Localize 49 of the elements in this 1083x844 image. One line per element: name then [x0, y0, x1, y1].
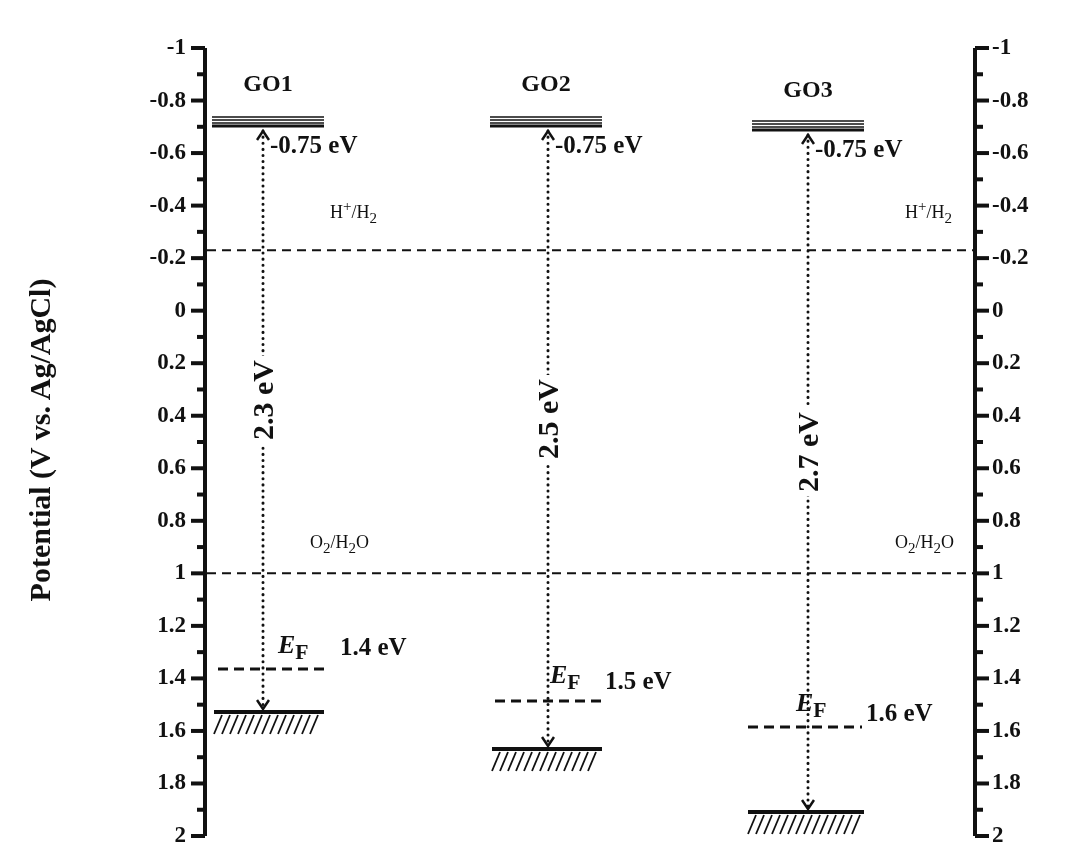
tick-label: 0.2 [157, 349, 186, 376]
tick-label: -1 [166, 34, 186, 60]
energy-value: 1.4 eV [340, 633, 407, 661]
tick-label: -0.4 [149, 191, 186, 218]
tick-label: 0.6 [157, 454, 186, 481]
tick-label: 1.2 [157, 611, 186, 638]
tick-label: 0.8 [992, 506, 1021, 533]
tick-label: -0.2 [149, 244, 186, 271]
axis-title: Potential (V vs. Ag/AgCl) [23, 278, 57, 602]
tick-label: -1 [992, 34, 1012, 60]
tick-label: 0 [174, 296, 186, 323]
tick-label: 0.4 [157, 401, 186, 428]
sample-label: GO3 [782, 76, 834, 103]
tick-label: -0.8 [149, 86, 186, 113]
tick-label: 1.4 [992, 664, 1021, 691]
tick-label: 1 [174, 559, 186, 586]
energy-value: -0.75 eV [270, 131, 358, 159]
sample-label: GO2 [520, 70, 572, 97]
energy-value: 1.6 eV [866, 699, 933, 727]
tick-label: -0.2 [992, 244, 1029, 271]
tick-label: 0.6 [992, 454, 1021, 481]
tick-label: 1.2 [992, 611, 1021, 638]
tick-label: 0.8 [157, 506, 186, 533]
reference-label: H$^{+}$/H$_{2}$ [905, 198, 952, 227]
tick-label: 1.6 [992, 716, 1021, 743]
tick-label: -0.6 [149, 139, 186, 166]
tick-label: 2 [174, 822, 186, 844]
sample-label: GO1 [242, 70, 294, 97]
tick-label: 1.8 [157, 769, 186, 796]
energy-value: -0.75 eV [555, 131, 643, 159]
tick-label: -0.6 [992, 139, 1029, 166]
reference-label: O$_{2}$/H$_{2}$O [895, 532, 954, 557]
reference-label: O$_{2}$/H$_{2}$O [310, 532, 369, 557]
tick-label: -0.8 [992, 86, 1029, 113]
tick-label: 1.8 [992, 769, 1021, 796]
reference-label: H$^{+}$/H$_{2}$ [330, 198, 377, 227]
tick-label: 0.2 [992, 349, 1021, 376]
tick-label: 0.4 [992, 401, 1021, 428]
tick-label: 1.4 [157, 664, 186, 691]
tick-label: 1 [992, 559, 1004, 586]
tick-label: 2 [992, 822, 1004, 844]
tick-label: -0.4 [992, 191, 1029, 218]
energy-value: 1.5 eV [605, 667, 672, 695]
tick-label: 1.6 [157, 716, 186, 743]
fermi-level-label: E$_{F}$ [550, 660, 581, 696]
energy-value: -0.75 eV [815, 135, 903, 163]
tick-label: 0 [992, 296, 1004, 323]
fermi-level-label: E$_{F}$ [278, 630, 309, 666]
fermi-level-label: E$_{F}$ [796, 688, 827, 724]
